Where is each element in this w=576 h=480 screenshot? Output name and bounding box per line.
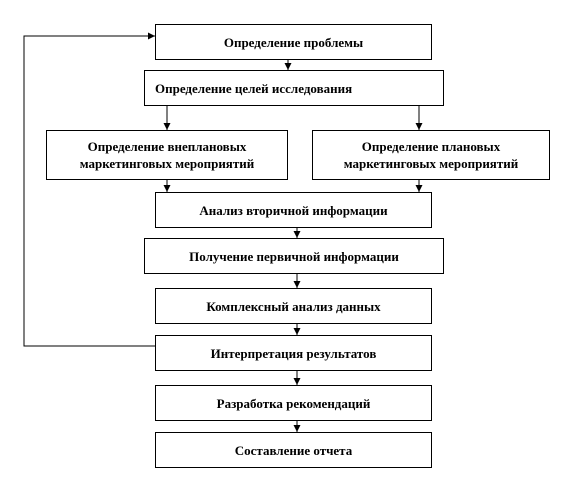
- step-results-interpretation: Интерпретация результатов: [155, 335, 432, 371]
- step-define-research-goals: Определение целей исследования: [144, 70, 444, 106]
- step-primary-information-collection: Получение первичной информации: [144, 238, 444, 274]
- feedback-arrow-step8-to-step1: [23, 32, 155, 347]
- step-comprehensive-data-analysis: Комплексный анализ данных: [155, 288, 432, 324]
- step-define-problem: Определение проблемы: [155, 24, 432, 60]
- step-secondary-information-analysis: Анализ вторичной информации: [155, 192, 432, 228]
- step-report-preparation: Составление отчета: [155, 432, 432, 468]
- step-planned-marketing-activities: Определение плановых маркетинговых мероп…: [312, 130, 550, 180]
- step-recommendations-development: Разработка рекомендаций: [155, 385, 432, 421]
- step-unplanned-marketing-activities: Определение внеплановых маркетинговых ме…: [46, 130, 288, 180]
